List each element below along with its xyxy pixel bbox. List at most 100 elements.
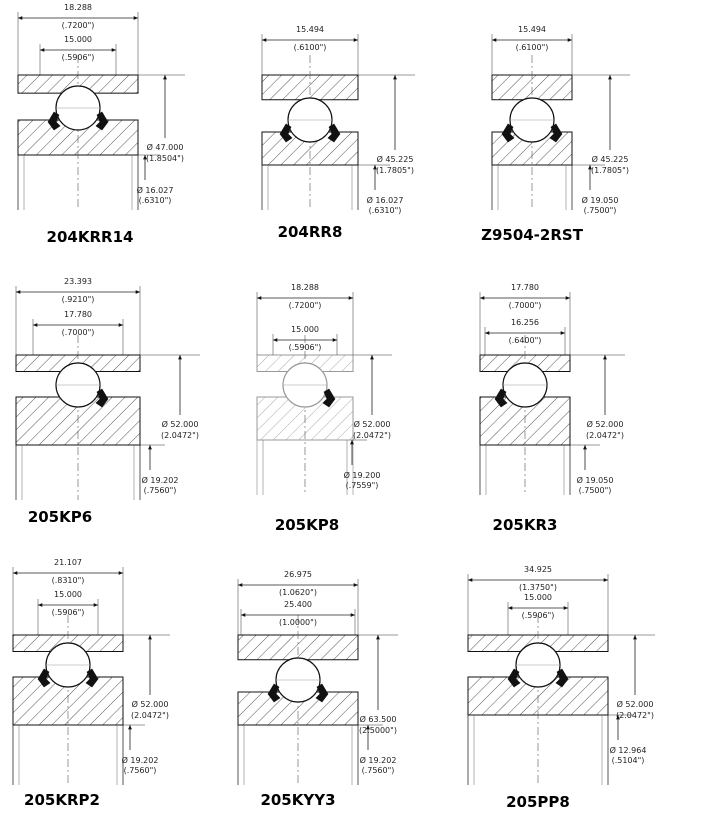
bore-in: (.7560") — [124, 766, 157, 775]
bearing-cell-205kyy3: 26.975 (1.0620") 25.400 (1.0000") Ø 63.500 (2… — [237, 570, 398, 809]
bearing-cell-205kp6: 23.393 (.9210") 17.780 (.7000") Ø 52.000 (2.0… — [15, 277, 200, 526]
inner-in: (.6400") — [509, 336, 542, 345]
bearing-cell-204rr8: 15.494 (.6100") Ø 45.225 (1.7805") Ø 16.027(… — [261, 25, 415, 241]
width-mm: 18.288 — [64, 3, 92, 12]
od-mm: Ø 45.225 — [377, 154, 414, 164]
width-mm: 17.780 — [511, 283, 539, 292]
width-in: (.7000") — [509, 301, 542, 310]
seal-lip — [507, 668, 521, 688]
width-in: (.7200") — [289, 301, 322, 310]
inner-mm: 17.780 — [64, 310, 92, 319]
seal-lip — [494, 388, 508, 408]
inner-in: (.5906") — [62, 53, 95, 62]
width-in: (1.3750") — [519, 583, 557, 592]
width-mm: 26.975 — [284, 570, 312, 579]
bore-mm: Ø 19.202 — [122, 755, 159, 765]
part-number-label: 204RR8 — [278, 223, 343, 241]
bore-in: (.7560") — [362, 766, 395, 775]
bearing-cell-205pp8: 34.925 (1.3750")15.000 (.5906") Ø 52.000 (2.… — [467, 565, 655, 811]
inner-mm: 25.400 — [284, 600, 312, 609]
od-in: (2.0472") — [353, 431, 391, 440]
bore-mm: Ø 19.202 — [360, 755, 397, 765]
od-in: (2.0472") — [161, 431, 199, 440]
bore-mm: Ø 19.050 — [582, 195, 619, 205]
width-in: (.6100") — [516, 43, 549, 52]
od-in: (1.7805") — [376, 166, 414, 175]
seal-lip — [327, 123, 341, 143]
width-in: (1.0620") — [279, 588, 317, 597]
od-in: (1.8504") — [146, 154, 184, 163]
part-number-label: 205KYY3 — [260, 791, 335, 809]
bore-in: (.7500") — [584, 206, 617, 215]
seal-lip — [549, 123, 563, 143]
inner-in: (1.0000") — [279, 618, 317, 627]
od-in: (2.0472") — [616, 711, 654, 720]
width-mm: 21.107 — [54, 558, 82, 567]
bearing-cell-205kr3: 17.780 (.7000") 16.256 (.6400") Ø 52.000 (2.0… — [479, 283, 625, 534]
part-number-label: 205KR3 — [493, 516, 558, 534]
inner-mm: 16.256 — [511, 318, 539, 327]
inner-in: (.5906") — [52, 608, 85, 617]
width-in: (.6100") — [294, 43, 327, 52]
width-mm: 34.925 — [524, 565, 552, 574]
bore-in: (.6310") — [369, 206, 402, 215]
od-mm: Ø 52.000 — [617, 699, 654, 709]
bore-in: (.6310") — [139, 196, 172, 205]
seal-lip — [95, 111, 109, 131]
width-mm: 15.494 — [296, 25, 324, 34]
bore-mm: Ø 16.027 — [137, 185, 174, 195]
inner-ring — [261, 131, 359, 166]
bore-mm: Ø 19.200 — [344, 470, 381, 480]
part-number-label: 205KP6 — [28, 508, 92, 526]
seal-lip — [322, 388, 336, 408]
seal-lip — [267, 683, 281, 703]
seal-lip — [315, 683, 329, 703]
od-in: (2.0472") — [586, 431, 624, 440]
inner-mm: 15.000 — [291, 325, 319, 334]
od-mm: Ø 52.000 — [132, 699, 169, 709]
width-mm: 18.288 — [291, 283, 319, 292]
seal-lip — [85, 668, 99, 688]
bore-mm: Ø 19.202 — [142, 475, 179, 485]
bearing-cell-205krp2: 21.107 (.8310") 15.000 (.5906") Ø 52.000 (2.0… — [12, 558, 170, 809]
seal-lip — [279, 123, 293, 143]
width-mm: 15.494 — [518, 25, 546, 34]
od-mm: Ø 63.500 — [360, 714, 397, 724]
inner-mm: 15.000 — [524, 593, 552, 602]
seal-lip — [501, 123, 515, 143]
bearing-cell-204krr14: 18.288 (.7200") 15.000 (.5906") Ø 47.000 (1.8… — [17, 3, 185, 246]
inner-mm: 15.000 — [64, 35, 92, 44]
od-in: (2.5000") — [359, 726, 397, 735]
part-number-label: 205KP8 — [275, 516, 339, 534]
bearing-cell-z9504-2rst: 15.494 (.6100") Ø 45.225 (1.7805") Ø 19.050(… — [481, 25, 630, 244]
inner-in: (.5906") — [289, 343, 322, 352]
part-number-label: 204KRR14 — [47, 228, 134, 246]
width-in: (.7200") — [62, 21, 95, 30]
part-number-label: 205KRP2 — [24, 791, 100, 809]
bore-in: (.7500") — [579, 486, 612, 495]
width-mm: 23.393 — [64, 277, 92, 286]
part-number-label: Z9504-2RST — [481, 226, 584, 244]
inner-in: (.5906") — [522, 611, 555, 620]
od-in: (1.7805") — [591, 166, 629, 175]
width-in: (.9210") — [62, 295, 95, 304]
od-mm: Ø 52.000 — [587, 419, 624, 429]
bore-mm: Ø 16.027 — [367, 195, 404, 205]
bearing-cell-205kp8: 18.288 (.7200") 15.000 (.5906") Ø 52.000 (2.0… — [256, 283, 392, 534]
inner-mm: 15.000 — [54, 590, 82, 599]
od-mm: Ø 52.000 — [162, 419, 199, 429]
od-mm: Ø 52.000 — [354, 419, 391, 429]
inner-in: (.7000") — [62, 328, 95, 337]
width-in: (.8310") — [52, 576, 85, 585]
outer-ring — [261, 74, 359, 101]
seal-lip — [95, 388, 109, 408]
od-mm: Ø 47.000 — [147, 142, 184, 152]
od-mm: Ø 45.225 — [592, 154, 629, 164]
bore-mm: Ø 12.964 — [610, 745, 647, 755]
od-in: (2.0472") — [131, 711, 169, 720]
bore-in: (.5104") — [612, 756, 645, 765]
seal-lip — [47, 111, 61, 131]
bore-mm: Ø 19.050 — [577, 475, 614, 485]
seal-lip — [37, 668, 51, 688]
